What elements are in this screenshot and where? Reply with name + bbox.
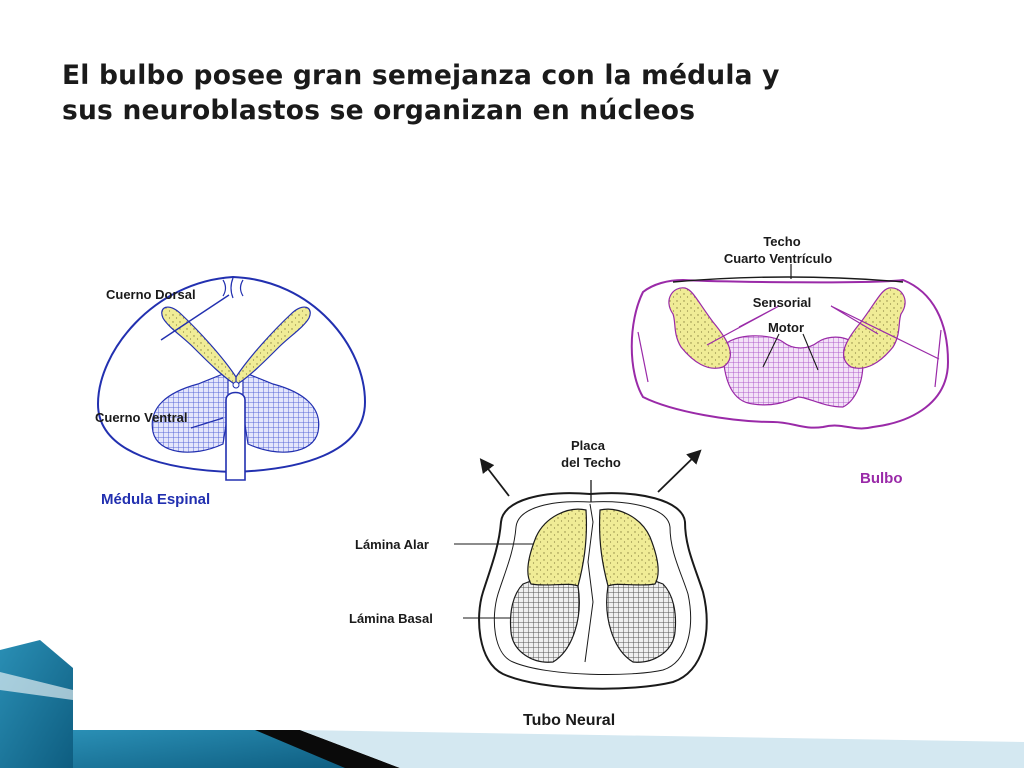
tubo-inner-outline (493, 501, 691, 676)
label-cuarto-ventriculo: Cuarto Ventrículo (724, 251, 832, 266)
leader-cuerno-dorsal (160, 294, 230, 341)
caption-medula-espinal: Médula Espinal (101, 491, 210, 508)
deco-light-stripe (300, 730, 1024, 768)
bulbo-ventricle-roof (672, 276, 904, 283)
tubo-lamina-basal (509, 577, 677, 663)
bulbo-motor-nuclei (722, 335, 864, 408)
leader-cuerno-ventral (190, 417, 224, 429)
label-lamina-basal: Lámina Basal (349, 611, 433, 626)
medula-dorsal-horns (161, 306, 311, 387)
label-sensorial: Sensorial (753, 295, 812, 310)
deco-left-highlight (0, 672, 73, 700)
arrow-to-bulbo (657, 449, 702, 493)
leader-sensorial-left (706, 305, 780, 346)
label-placa: Placa (571, 438, 606, 453)
label-del-techo: del Techo (561, 455, 621, 470)
deco-left-block (0, 640, 73, 768)
deco-bottom-teal (73, 730, 360, 768)
tubo-central-canal (584, 503, 594, 663)
arrow-to-medula (479, 458, 510, 497)
deco-black-stripe (255, 730, 400, 768)
label-motor: Motor (768, 320, 804, 335)
slide-title-line-1: El bulbo posee gran semejanza con la méd… (62, 60, 780, 91)
medula-espinal-diagram (96, 275, 367, 481)
slide-title: El bulbo posee gran semejanza con la méd… (62, 58, 982, 128)
tubo-outer-outline (478, 492, 708, 690)
label-lamina-alar: Lámina Alar (355, 537, 429, 552)
label-cuerno-ventral: Cuerno Ventral (95, 410, 187, 425)
leader-motor (762, 333, 819, 371)
bulbo-diagram (630, 276, 950, 430)
bulbo-sensorial-nuclei (668, 287, 906, 369)
medula-dorsal-fissure (222, 277, 244, 299)
label-techo: Techo (763, 234, 800, 249)
medula-central-canal (225, 391, 246, 481)
tubo-neural-diagram (478, 492, 708, 690)
caption-bulbo: Bulbo (860, 470, 903, 487)
medula-ventral-horns (151, 371, 320, 453)
label-cuerno-dorsal: Cuerno Dorsal (106, 287, 196, 302)
bulbo-outline (630, 278, 950, 430)
slide-title-line-2: sus neuroblastos se organizan en núcleos (62, 95, 696, 126)
embryology-diagram: Cuerno Dorsal Cuerno Ventral Médula Espi… (95, 234, 950, 729)
figure-panel: Cuerno Dorsal Cuerno Ventral Médula Espi… (73, 222, 971, 730)
leader-sensorial-right (830, 305, 940, 360)
tubo-lamina-alar (527, 508, 659, 587)
caption-tubo-neural: Tubo Neural (523, 712, 615, 729)
